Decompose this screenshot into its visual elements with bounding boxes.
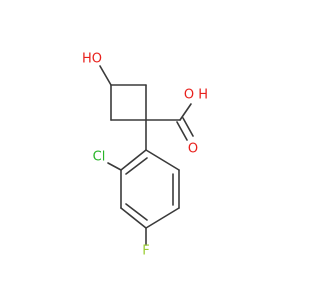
cyclobutane-ring (110, 84, 147, 121)
bond-carboxyl-oh (179, 103, 192, 121)
bond-benzene-inner-2 (125, 203, 148, 221)
hydroxyl-label: HO (82, 52, 102, 67)
carboxylic-acid-group (145, 103, 194, 141)
chloro-label: Cl (93, 150, 106, 165)
bond-benzene-1 (120, 149, 147, 171)
bond-carbonyl-b (182, 117, 194, 137)
bond-hydroxyl (99, 65, 112, 86)
bond-chloro (107, 162, 122, 171)
benzene-ring (120, 149, 180, 229)
carbonyl-oxygen-label: O (188, 142, 198, 157)
bond-benzene-6 (145, 149, 180, 171)
fluoro-label: F (142, 244, 149, 259)
bond-benzene-inner-1 (125, 157, 148, 175)
bond-carbonyl-a (176, 121, 188, 141)
bond-benzene-3 (120, 207, 147, 229)
carboxyl-oh-label: O H (184, 88, 208, 103)
molecule-diagram: HO O H O Cl F (82, 52, 208, 259)
bond-benzene-4 (145, 207, 180, 229)
